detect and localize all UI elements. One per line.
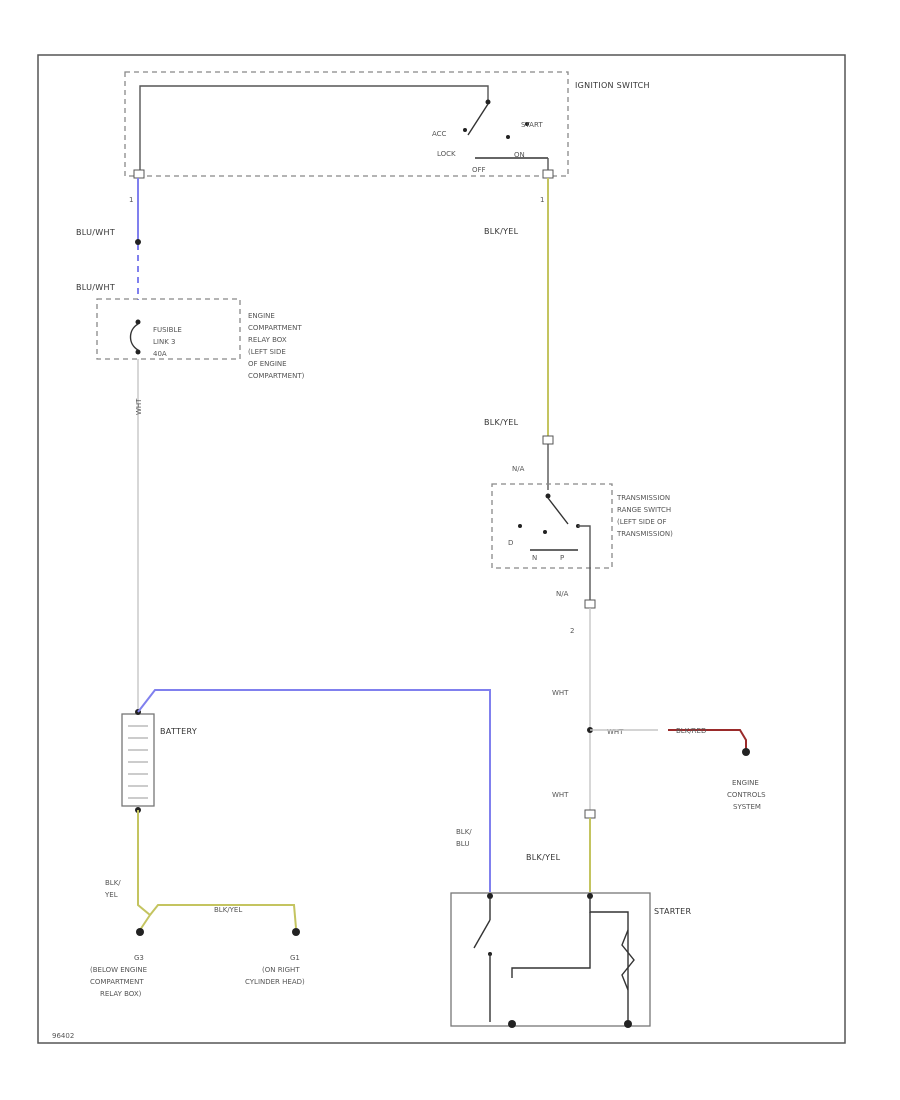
wire-label-engine-controls: BLK/RED: [676, 727, 706, 735]
wire-label-wht-1: WHT: [552, 689, 569, 697]
trs-connector-bottom: N/A: [556, 590, 569, 598]
ground-g1-id: G1: [290, 954, 300, 962]
wire-label-blk-yel-2: BLK/YEL: [484, 418, 519, 427]
trs-pos-p: P: [560, 554, 564, 562]
ground-g1-label-1: (ON RIGHT: [262, 966, 300, 974]
battery: BATTERY: [121, 709, 197, 813]
fusible-link-label-2: LINK 3: [153, 338, 175, 346]
engine-controls-label-2: CONTROLS: [727, 791, 766, 799]
ground-g3-label-1: (BELOW ENGINE: [90, 966, 147, 974]
ignition-pin-right: 1: [540, 196, 544, 204]
fusible-link-label-1: FUSIBLE: [153, 326, 182, 334]
wire-label-blu-wht-1: BLU/WHT: [76, 228, 115, 237]
trs-pos-n: N: [532, 554, 537, 562]
wire-label-blk-yel-4a: BLK/: [105, 879, 121, 887]
battery-label: BATTERY: [160, 727, 197, 736]
ground-g3-label-3: RELAY BOX): [100, 990, 142, 998]
fusible-link-relay-box: FUSIBLE LINK 3 40A ENGINE COMPARTMENT RE…: [96, 298, 305, 380]
wire-label-blk-yel-ground: BLK/YEL: [214, 906, 242, 914]
ground-g1: G1 (ON RIGHT CYLINDER HEAD): [245, 954, 305, 986]
starter: STARTER: [450, 892, 692, 1028]
wire-label-blk-yel-1: BLK/YEL: [484, 227, 519, 236]
transmission-range-switch: D N P TRANSMISSION RANGE SWITCH (LEFT SI…: [491, 483, 673, 600]
lock-label: LOCK: [437, 150, 456, 158]
relay-box-label-1: ENGINE: [248, 312, 275, 320]
wire-label-pin-2: 2: [570, 627, 574, 635]
ground-g1-label-2: CYLINDER HEAD): [245, 978, 305, 986]
ground-g3: G3 (BELOW ENGINE COMPARTMENT RELAY BOX): [90, 954, 147, 998]
wire-label-blk-yel-4b: YEL: [104, 891, 118, 899]
footer-code: 96402: [52, 1032, 74, 1040]
ground-g3-id: G3: [134, 954, 144, 962]
trs-label-2: RANGE SWITCH: [617, 506, 671, 514]
ground-g3-label-2: COMPARTMENT: [90, 978, 144, 986]
start-label: START: [521, 121, 543, 129]
wire-label-wht-3: WHT: [552, 791, 569, 799]
wire-label-blk-blu-1: BLK/: [456, 828, 472, 836]
relay-box-label-3: RELAY BOX: [248, 336, 287, 344]
wire-label-blk-blu-2: BLU: [456, 840, 469, 848]
trs-label-4: TRANSMISSION): [616, 530, 673, 538]
trs-label-3: (LEFT SIDE OF: [617, 518, 667, 526]
ignition-switch-title: IGNITION SWITCH: [575, 81, 650, 90]
trs-label-1: TRANSMISSION: [616, 494, 670, 502]
ignition-switch: ACC LOCK OFF ON START IGNITION SWITCH: [124, 71, 650, 177]
wire-label-blk-yel-3: BLK/YEL: [526, 853, 561, 862]
engine-controls-label-1: ENGINE: [732, 779, 759, 787]
wire-label-wht-2: WHT: [607, 728, 624, 736]
acc-label: ACC: [432, 130, 447, 138]
wire-label-wht-vertical: WHT: [135, 398, 143, 415]
on-label: ON: [514, 151, 525, 159]
relay-box-label-2: COMPARTMENT: [248, 324, 302, 332]
relay-box-label-5: OF ENGINE: [248, 360, 287, 368]
diagram-frame: [37, 54, 846, 1044]
engine-controls-label-3: SYSTEM: [733, 803, 761, 811]
trs-box: [491, 483, 613, 569]
off-label: OFF: [472, 166, 486, 174]
trs-pos-d: D: [508, 539, 513, 547]
starter-label: STARTER: [654, 907, 692, 916]
wire-label-blu-wht-2: BLU/WHT: [76, 283, 115, 292]
fusible-link-label-3: 40A: [153, 350, 167, 358]
relay-box-label-4: (LEFT SIDE: [248, 348, 286, 356]
relay-box-outline: [96, 298, 241, 360]
ignition-switch-box: [124, 71, 569, 177]
ignition-pin-left: 1: [129, 196, 133, 204]
relay-box-label-6: COMPARTMENT): [248, 372, 305, 380]
trs-connector-top: N/A: [512, 465, 525, 473]
